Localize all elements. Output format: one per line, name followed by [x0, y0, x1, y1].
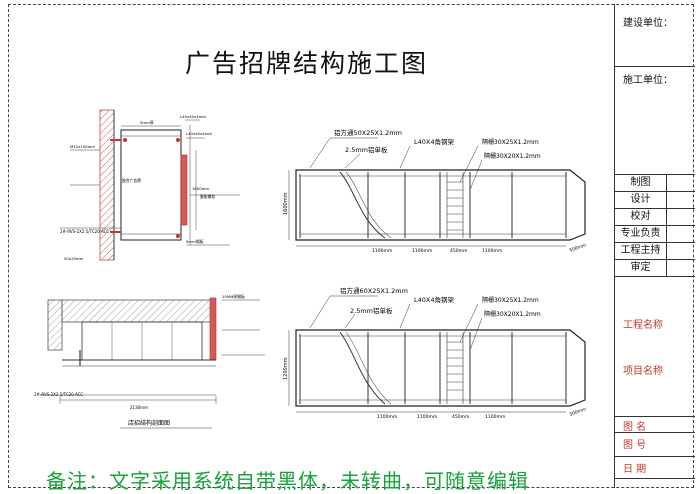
- drawing-no-label: 图 号: [623, 440, 647, 451]
- bottom-dim-4: 1100mm: [485, 414, 505, 420]
- sign-box: [120, 129, 182, 241]
- bottom-label-angle: L40X4角钢架: [414, 295, 454, 304]
- bottom-dim-1: 1100mm: [377, 414, 397, 420]
- section-top-label-d: 5mm厚: [140, 120, 154, 125]
- project-name-label: 工程名称: [623, 320, 663, 331]
- top-label-plate: 2.5mm铝单板: [345, 145, 388, 154]
- section-bottom-label-d: 2#-RVS-2X2.5/TC20 ACC: [34, 392, 83, 397]
- top-label-square-tube: 铝方通50X25X1.2mm: [334, 128, 402, 137]
- tb-row-label: 校对: [630, 211, 651, 222]
- tb-row-label: 专业负责: [620, 228, 661, 239]
- ceiling-slab: [61, 299, 213, 323]
- top-dim-2: 1100mm: [412, 248, 432, 254]
- bottom-label-square-tube: 铝方通60X25X1.2mm: [340, 286, 408, 295]
- section-top-label-a: L40x40x4mm: [180, 114, 206, 119]
- drawing-name-label: 图 名: [623, 422, 647, 433]
- date-label: 日 期: [623, 464, 647, 475]
- bottom-label-grid1: 隔栅30X25X1.2mm: [482, 296, 539, 304]
- tb-row-label: 工程主持: [620, 245, 661, 256]
- tb-row-host: 工程主持: [615, 242, 695, 259]
- face-panel: [180, 154, 188, 226]
- section-top-label-f: 膨胀螺栓: [200, 194, 215, 199]
- top-label-grid1: 隔栅30X25X1.2mm: [482, 138, 539, 146]
- section-top-label-j: 50x25mm: [64, 256, 84, 261]
- tb-row-lead: 专业负责: [615, 225, 695, 242]
- tb-row-design: 设计: [615, 191, 695, 208]
- top-depth: 500mm: [569, 242, 587, 254]
- ladder-grid-bottom: [446, 332, 464, 404]
- title-block: 建设单位： 施工单位： 制图 设计 校对 专业负责 工程主持 审定 工程名称 项…: [614, 4, 695, 488]
- tb-row-label: 设计: [630, 194, 651, 205]
- section-top-label-g: 5mm钢板: [186, 239, 204, 244]
- bottom-depth: 300mm: [569, 406, 587, 418]
- construction-unit-label: 建设单位：: [623, 18, 673, 29]
- section-top-label-h: 胶合广告牌: [122, 178, 141, 183]
- section-top-label-c: M12x150mm: [70, 144, 95, 149]
- bottom-label-grid2: 隔栅30X20X1.2mm: [484, 310, 541, 318]
- top-dim-4: 1100mm: [482, 248, 502, 254]
- tb-row-label: 制图: [630, 177, 651, 188]
- section-bottom-label-c: 10MM厚钢板: [222, 294, 245, 299]
- section-top-view: L40x40x4mm L40x40x4mm M12x150mm 5mm厚 160…: [60, 109, 240, 261]
- elevation-top-outline: [295, 169, 586, 241]
- bottom-dim-2: 1100mm: [417, 414, 437, 420]
- item-name-label: 项目名称: [623, 366, 663, 377]
- bottom-dim-3: 450mm: [452, 414, 469, 420]
- section-bottom-view: 店招结构剖面图 2130mm 10MM厚钢板 2#-RVS-2X2.5/TC20…: [34, 294, 265, 429]
- top-label-grid2: 隔栅30X20X1.2mm: [484, 152, 541, 160]
- top-height: 1600mm: [283, 192, 289, 215]
- section-bottom-caption: 店招结构剖面图: [128, 419, 170, 427]
- elevation-bottom: 铝方通60X25X1.2mm L40X4角钢架 2.5mm铝单板 隔栅30X25…: [283, 286, 587, 420]
- note-text: 备注：文字采用系统自带黑体，未转曲，可随意编辑: [46, 469, 529, 493]
- section-top-label-e: 1600mm: [192, 186, 209, 191]
- top-dim-1: 1100mm: [372, 248, 392, 254]
- top-dim-3: 450mm: [450, 248, 467, 254]
- builder-label: 施工单位：: [623, 75, 673, 86]
- tb-row-draw: 制图: [615, 174, 695, 191]
- bottom-label-plate: 2.5mm铝单板: [350, 306, 393, 315]
- tb-row-approve: 审定: [615, 259, 695, 276]
- page-title: 广告招牌结构施工图: [185, 49, 429, 78]
- section-top-label-b: L40x40x4mm: [186, 131, 212, 136]
- ladder-grid-top: [446, 172, 464, 238]
- wall-hatch: [99, 109, 115, 261]
- top-label-angle: L40X4角钢架: [414, 137, 454, 146]
- tb-row-label: 审定: [630, 262, 651, 273]
- elevation-top: 铝方通50X25X1.2mm L40X4角钢架 2.5mm铝单板 隔栅30X25…: [283, 128, 587, 254]
- bottom-height: 1200mm: [283, 357, 289, 380]
- section-top-label-i: 2#-RVS-2X2.5/TC20 ACC: [60, 229, 109, 234]
- tb-row-check: 校对: [615, 208, 695, 225]
- section-bottom-width: 2130mm: [130, 405, 148, 410]
- elevation-bottom-outline: [295, 329, 586, 407]
